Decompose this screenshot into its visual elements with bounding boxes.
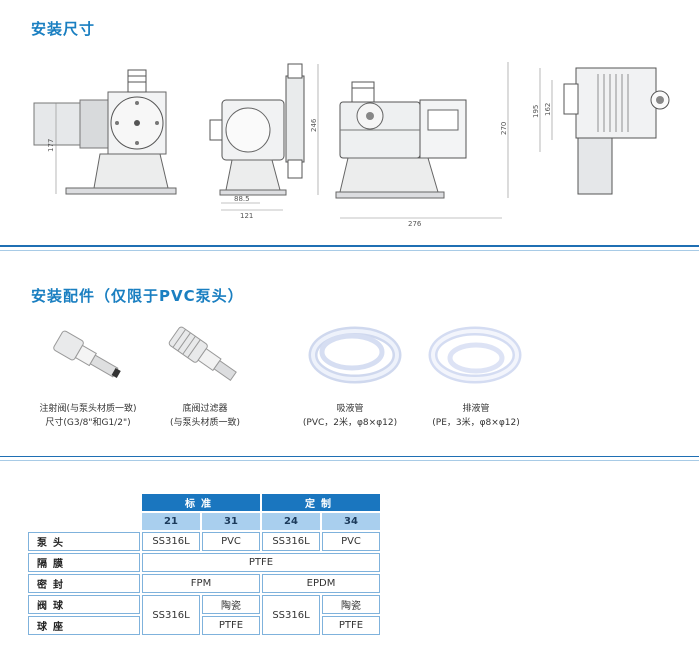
header-code-24: 24: [262, 513, 320, 530]
dim-top-a: 195: [532, 105, 540, 118]
table-cell: EPDM: [262, 574, 380, 593]
table-cell: SS316L: [262, 532, 320, 551]
table-cell: PVC: [322, 532, 380, 551]
row-label-diaphragm: 隔膜: [28, 553, 140, 572]
injection-valve-image: [53, 330, 121, 378]
dim-base-inner: 88.5: [234, 195, 250, 203]
header-code-34: 34: [322, 513, 380, 530]
dimension-drawings: 177 88.5 121 246 276 270: [33, 62, 670, 228]
header-code-31: 31: [202, 513, 260, 530]
dim-left-width: 276: [408, 220, 422, 228]
accessory-suction-tube-label: 吸液管(PVC，2米，φ8×φ12): [302, 404, 398, 428]
dim-side-height: 246: [310, 118, 318, 132]
table-row: 泵头 SS316L PVC SS316L PVC: [28, 532, 380, 551]
discharge-tube-image: [428, 326, 522, 384]
table-cell: SS316L: [142, 532, 200, 551]
section-title-accessories: 安装配件（仅限于PVC泵头）: [31, 287, 244, 305]
row-label-seal: 密封: [28, 574, 140, 593]
table-cell: PTFE: [142, 553, 380, 572]
accessory-injection-valve-label: 注射阀(与泵头材质一致)尺寸(G3/8"和G1/2"): [39, 404, 137, 428]
dim-left-height: 270: [500, 122, 508, 135]
dim-top-b: 162: [544, 103, 552, 116]
section-divider-1b: [0, 250, 699, 251]
section-divider-2b: [0, 460, 699, 461]
section-divider-1: [0, 245, 699, 247]
table-cell: PVC: [202, 532, 260, 551]
side-view-drawing: 88.5 121 246: [209, 63, 319, 220]
section-title-install-dimensions: 安装尺寸: [31, 20, 96, 38]
table-row: 球座 PTFE PTFE: [28, 616, 380, 635]
table-cell: PTFE: [202, 616, 260, 635]
header-standard: 标准: [142, 494, 260, 511]
row-label-pump-head: 泵头: [28, 532, 140, 551]
table-row: 密封 FPM EPDM: [28, 574, 380, 593]
suction-tube-image: [308, 326, 402, 384]
row-label-valve-ball: 阀球: [28, 595, 140, 614]
table-cell: 陶瓷: [322, 595, 380, 614]
table-row: 隔膜 PTFE: [28, 553, 380, 572]
accessory-foot-filter-label: 底阀过滤器(与泵头材质一致): [169, 404, 241, 428]
dim-base-outer: 121: [240, 212, 253, 220]
left-view-drawing: 276 270: [335, 62, 509, 228]
accessory-discharge-tube-label: 排液管(PE，3米，φ8×φ12): [432, 404, 520, 428]
foot-filter-image: [168, 326, 237, 382]
row-label-valve-seat: 球座: [28, 616, 140, 635]
section-divider-2: [0, 456, 699, 457]
top-view-drawing: 195 162: [532, 67, 670, 195]
table-cell: FPM: [142, 574, 260, 593]
materials-table: 标准 定制 21 31 24 34 泵头 SS316L PVC SS316L P…: [26, 492, 382, 637]
front-view-drawing: 177: [33, 69, 177, 195]
header-code-21: 21: [142, 513, 200, 530]
header-custom: 定制: [262, 494, 380, 511]
table-row: 阀球 SS316L 陶瓷 SS316L 陶瓷: [28, 595, 380, 635]
table-cell: PTFE: [322, 616, 380, 635]
dim-front-height: 177: [47, 139, 55, 152]
table-cell: 陶瓷: [202, 595, 260, 614]
table-cell: SS316L: [262, 595, 320, 635]
table-cell: SS316L: [142, 595, 200, 635]
